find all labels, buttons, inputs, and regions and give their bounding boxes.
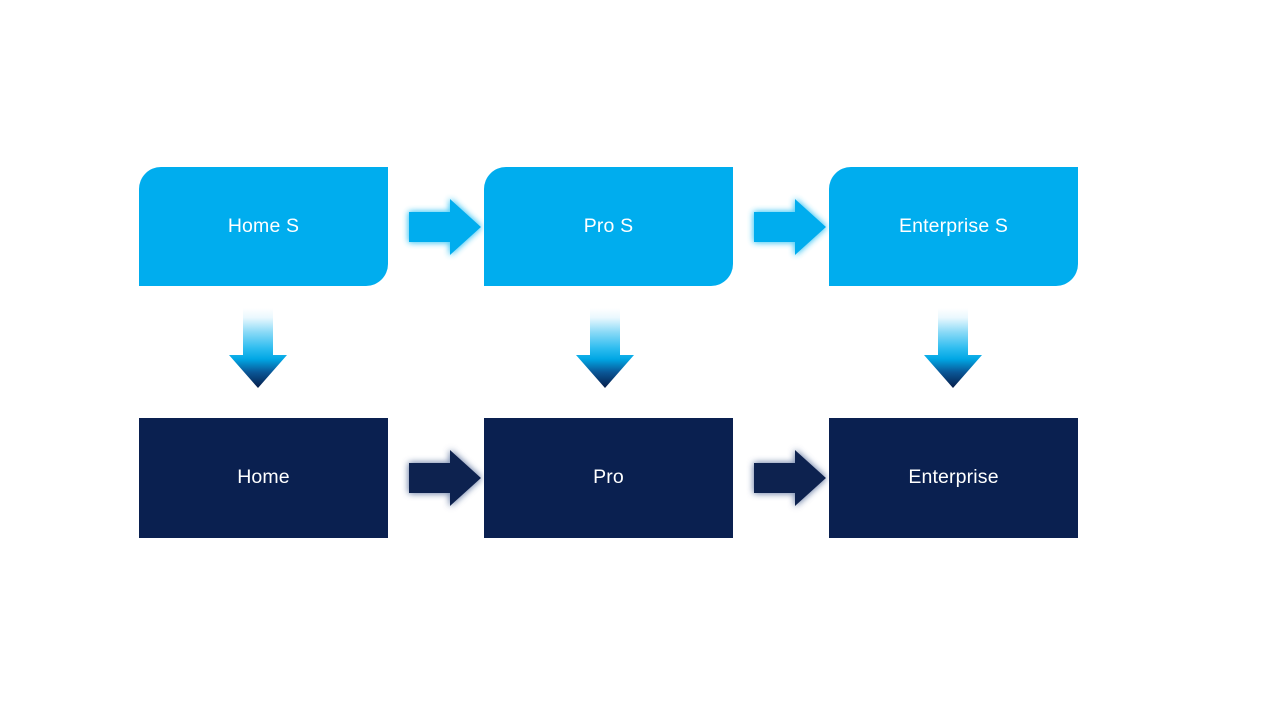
node-home-label: Home [237, 466, 290, 489]
node-home[interactable]: Home [139, 418, 388, 538]
node-pro-s-label: Pro S [583, 214, 634, 237]
node-enterprise-s-label: Enterprise S [898, 214, 1009, 237]
arrow-enterprise-s-to-enterprise [924, 308, 982, 388]
arrow-pro-to-enterprise [754, 450, 826, 506]
node-home-s-label: Home S [227, 214, 300, 237]
node-enterprise-label: Enterprise [908, 466, 999, 489]
node-pro-s[interactable]: Pro S [484, 167, 733, 286]
node-enterprise-s[interactable]: Enterprise S [829, 167, 1078, 286]
node-pro[interactable]: Pro [484, 418, 733, 538]
node-enterprise[interactable]: Enterprise [829, 418, 1078, 538]
arrow-home-to-pro [409, 450, 481, 506]
arrow-home-s-to-home [229, 308, 287, 388]
arrow-home-s-to-pro-s [409, 199, 481, 255]
node-pro-label: Pro [593, 466, 624, 489]
arrow-pro-s-to-pro [576, 308, 634, 388]
node-home-s[interactable]: Home S [139, 167, 388, 286]
arrow-pro-s-to-enterprise-s [754, 199, 826, 255]
